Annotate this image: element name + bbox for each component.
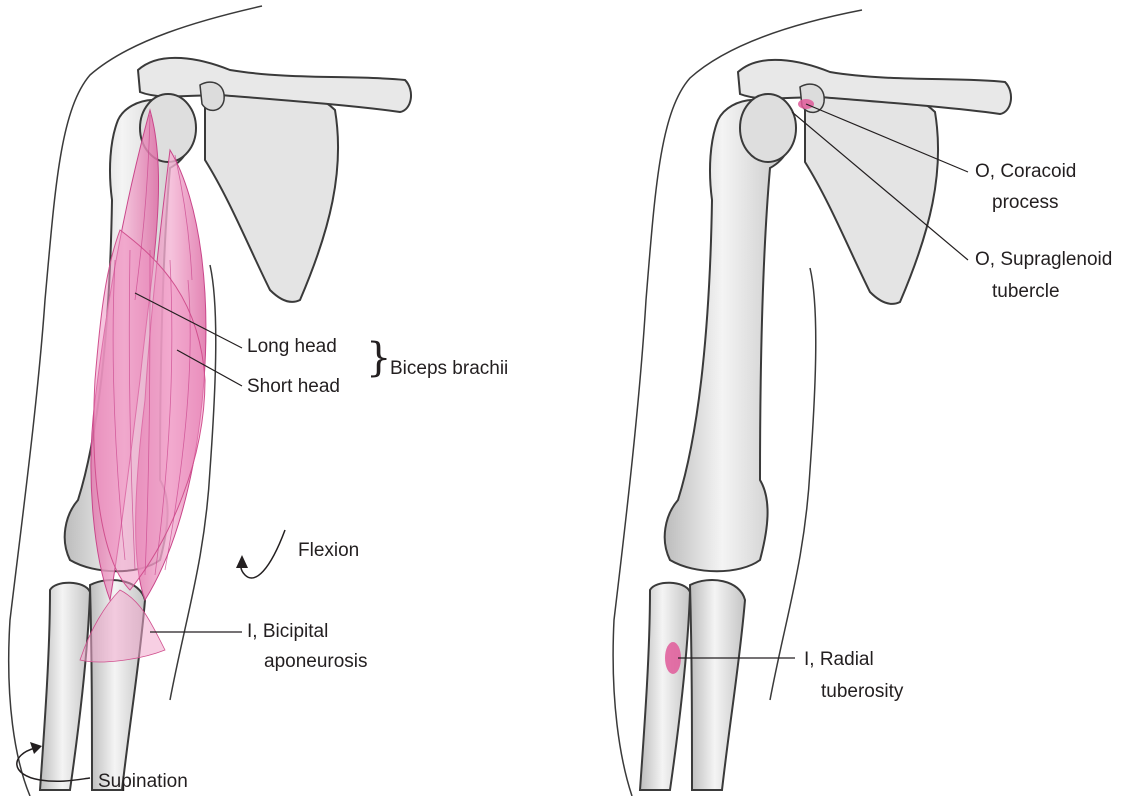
label-supraglenoid-line2: tubercle bbox=[992, 280, 1060, 304]
label-supraglenoid-line1: O, Supraglenoid bbox=[975, 248, 1112, 272]
right-scapula bbox=[805, 88, 938, 304]
label-coracoid-line1: O, Coracoid bbox=[975, 160, 1076, 184]
label-radial-line2: tuberosity bbox=[821, 680, 903, 704]
flexion-arrow bbox=[241, 530, 285, 578]
left-scapula bbox=[205, 86, 338, 302]
label-short-head: Short head bbox=[247, 375, 340, 399]
label-bicipital-line1: I, Bicipital bbox=[247, 620, 328, 644]
biceps-brace: } bbox=[366, 338, 391, 378]
left-coracoid bbox=[200, 82, 224, 110]
right-ulna bbox=[640, 583, 690, 790]
right-arm-illustration bbox=[613, 10, 1011, 796]
right-humeral-head bbox=[740, 94, 796, 162]
right-radius bbox=[690, 580, 745, 790]
label-bicipital-line2: aponeurosis bbox=[264, 650, 368, 674]
flexion-arrowhead bbox=[236, 555, 248, 568]
label-coracoid-line2: process bbox=[992, 191, 1059, 215]
label-radial-line1: I, Radial bbox=[804, 648, 874, 672]
right-humerus bbox=[665, 100, 793, 571]
label-flexion: Flexion bbox=[298, 539, 359, 563]
supination-arrowhead bbox=[30, 742, 42, 754]
left-ulna bbox=[40, 583, 90, 790]
right-arm-skin-outline-back bbox=[770, 268, 816, 700]
left-arm-illustration bbox=[9, 6, 411, 796]
label-biceps-brachii: Biceps brachii bbox=[390, 357, 508, 381]
label-supination: Supination bbox=[98, 770, 188, 794]
label-long-head: Long head bbox=[247, 335, 337, 359]
